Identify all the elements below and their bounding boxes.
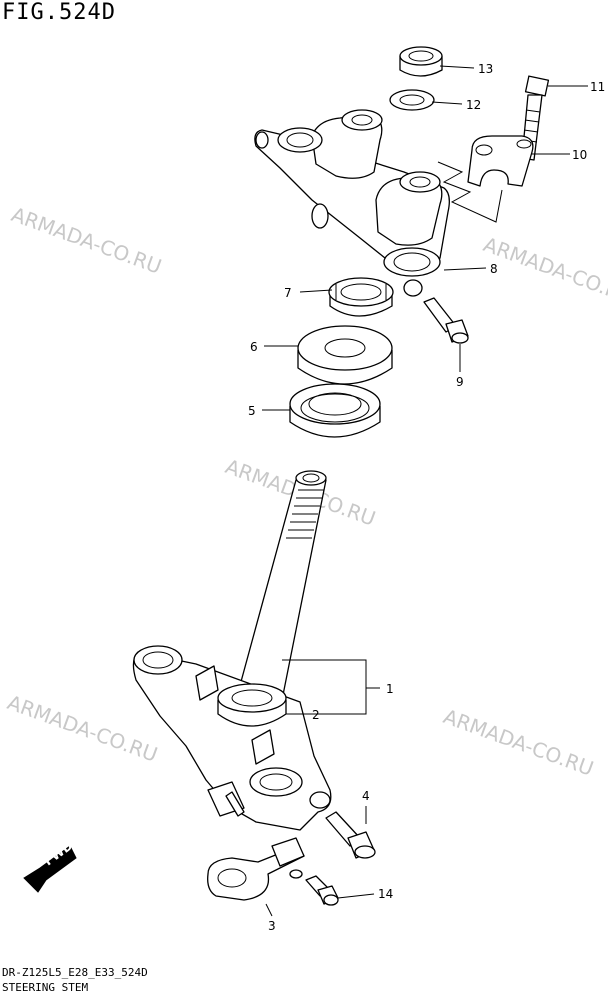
- part-13-cap: [399, 46, 443, 77]
- watermark: ARMADA-CO.RU: [440, 704, 597, 781]
- callout-7: 7: [284, 286, 292, 300]
- callout-numbers: 13 12 11 10 8 7 9 6 5 1 2 4 3 14: [248, 62, 605, 933]
- watermark: ARMADA-CO.RU: [480, 232, 608, 309]
- fwd-arrow-icon: FWD: [23, 839, 77, 893]
- part-2-lower-bearing: [217, 683, 287, 727]
- model-code: DR-Z125L5_E28_E33_524D: [2, 966, 148, 979]
- callout-4: 4: [362, 789, 370, 803]
- part-6-dust-seal: [297, 325, 393, 385]
- part-4-bolt: [325, 811, 376, 859]
- figure-title: FIG.524D: [2, 0, 116, 25]
- callout-9: 9: [456, 375, 464, 389]
- part-14-bolt: [305, 875, 339, 906]
- part-3-cable-guide: [207, 837, 305, 901]
- callout-2: 2: [312, 708, 320, 722]
- callout-8: 8: [490, 262, 498, 276]
- callout-10: 10: [572, 148, 587, 162]
- callout-1: 1: [386, 682, 394, 696]
- callout-11: 11: [590, 80, 605, 94]
- callout-6: 6: [250, 340, 258, 354]
- part-10-holder-cap: [467, 135, 534, 187]
- watermark: ARMADA-CO.RU: [8, 202, 165, 279]
- part-1-steering-stem: [132, 470, 332, 831]
- callout-13: 13: [478, 62, 493, 76]
- watermark: ARMADA-CO.RU: [4, 690, 161, 767]
- part-7-stem-nut: [328, 277, 394, 317]
- break-line: [437, 161, 503, 223]
- callout-5: 5: [248, 404, 256, 418]
- part-8-upper-bracket: [254, 109, 450, 297]
- callout-3: 3: [268, 919, 276, 933]
- part-5-bearing: [289, 383, 381, 438]
- part-9-bolt: [423, 297, 469, 344]
- callout-14: 14: [378, 887, 393, 901]
- section-name: STEERING STEM: [2, 981, 89, 994]
- part-12-washer: [389, 89, 435, 111]
- callout-12: 12: [466, 98, 481, 112]
- leader-lines: [262, 65, 588, 917]
